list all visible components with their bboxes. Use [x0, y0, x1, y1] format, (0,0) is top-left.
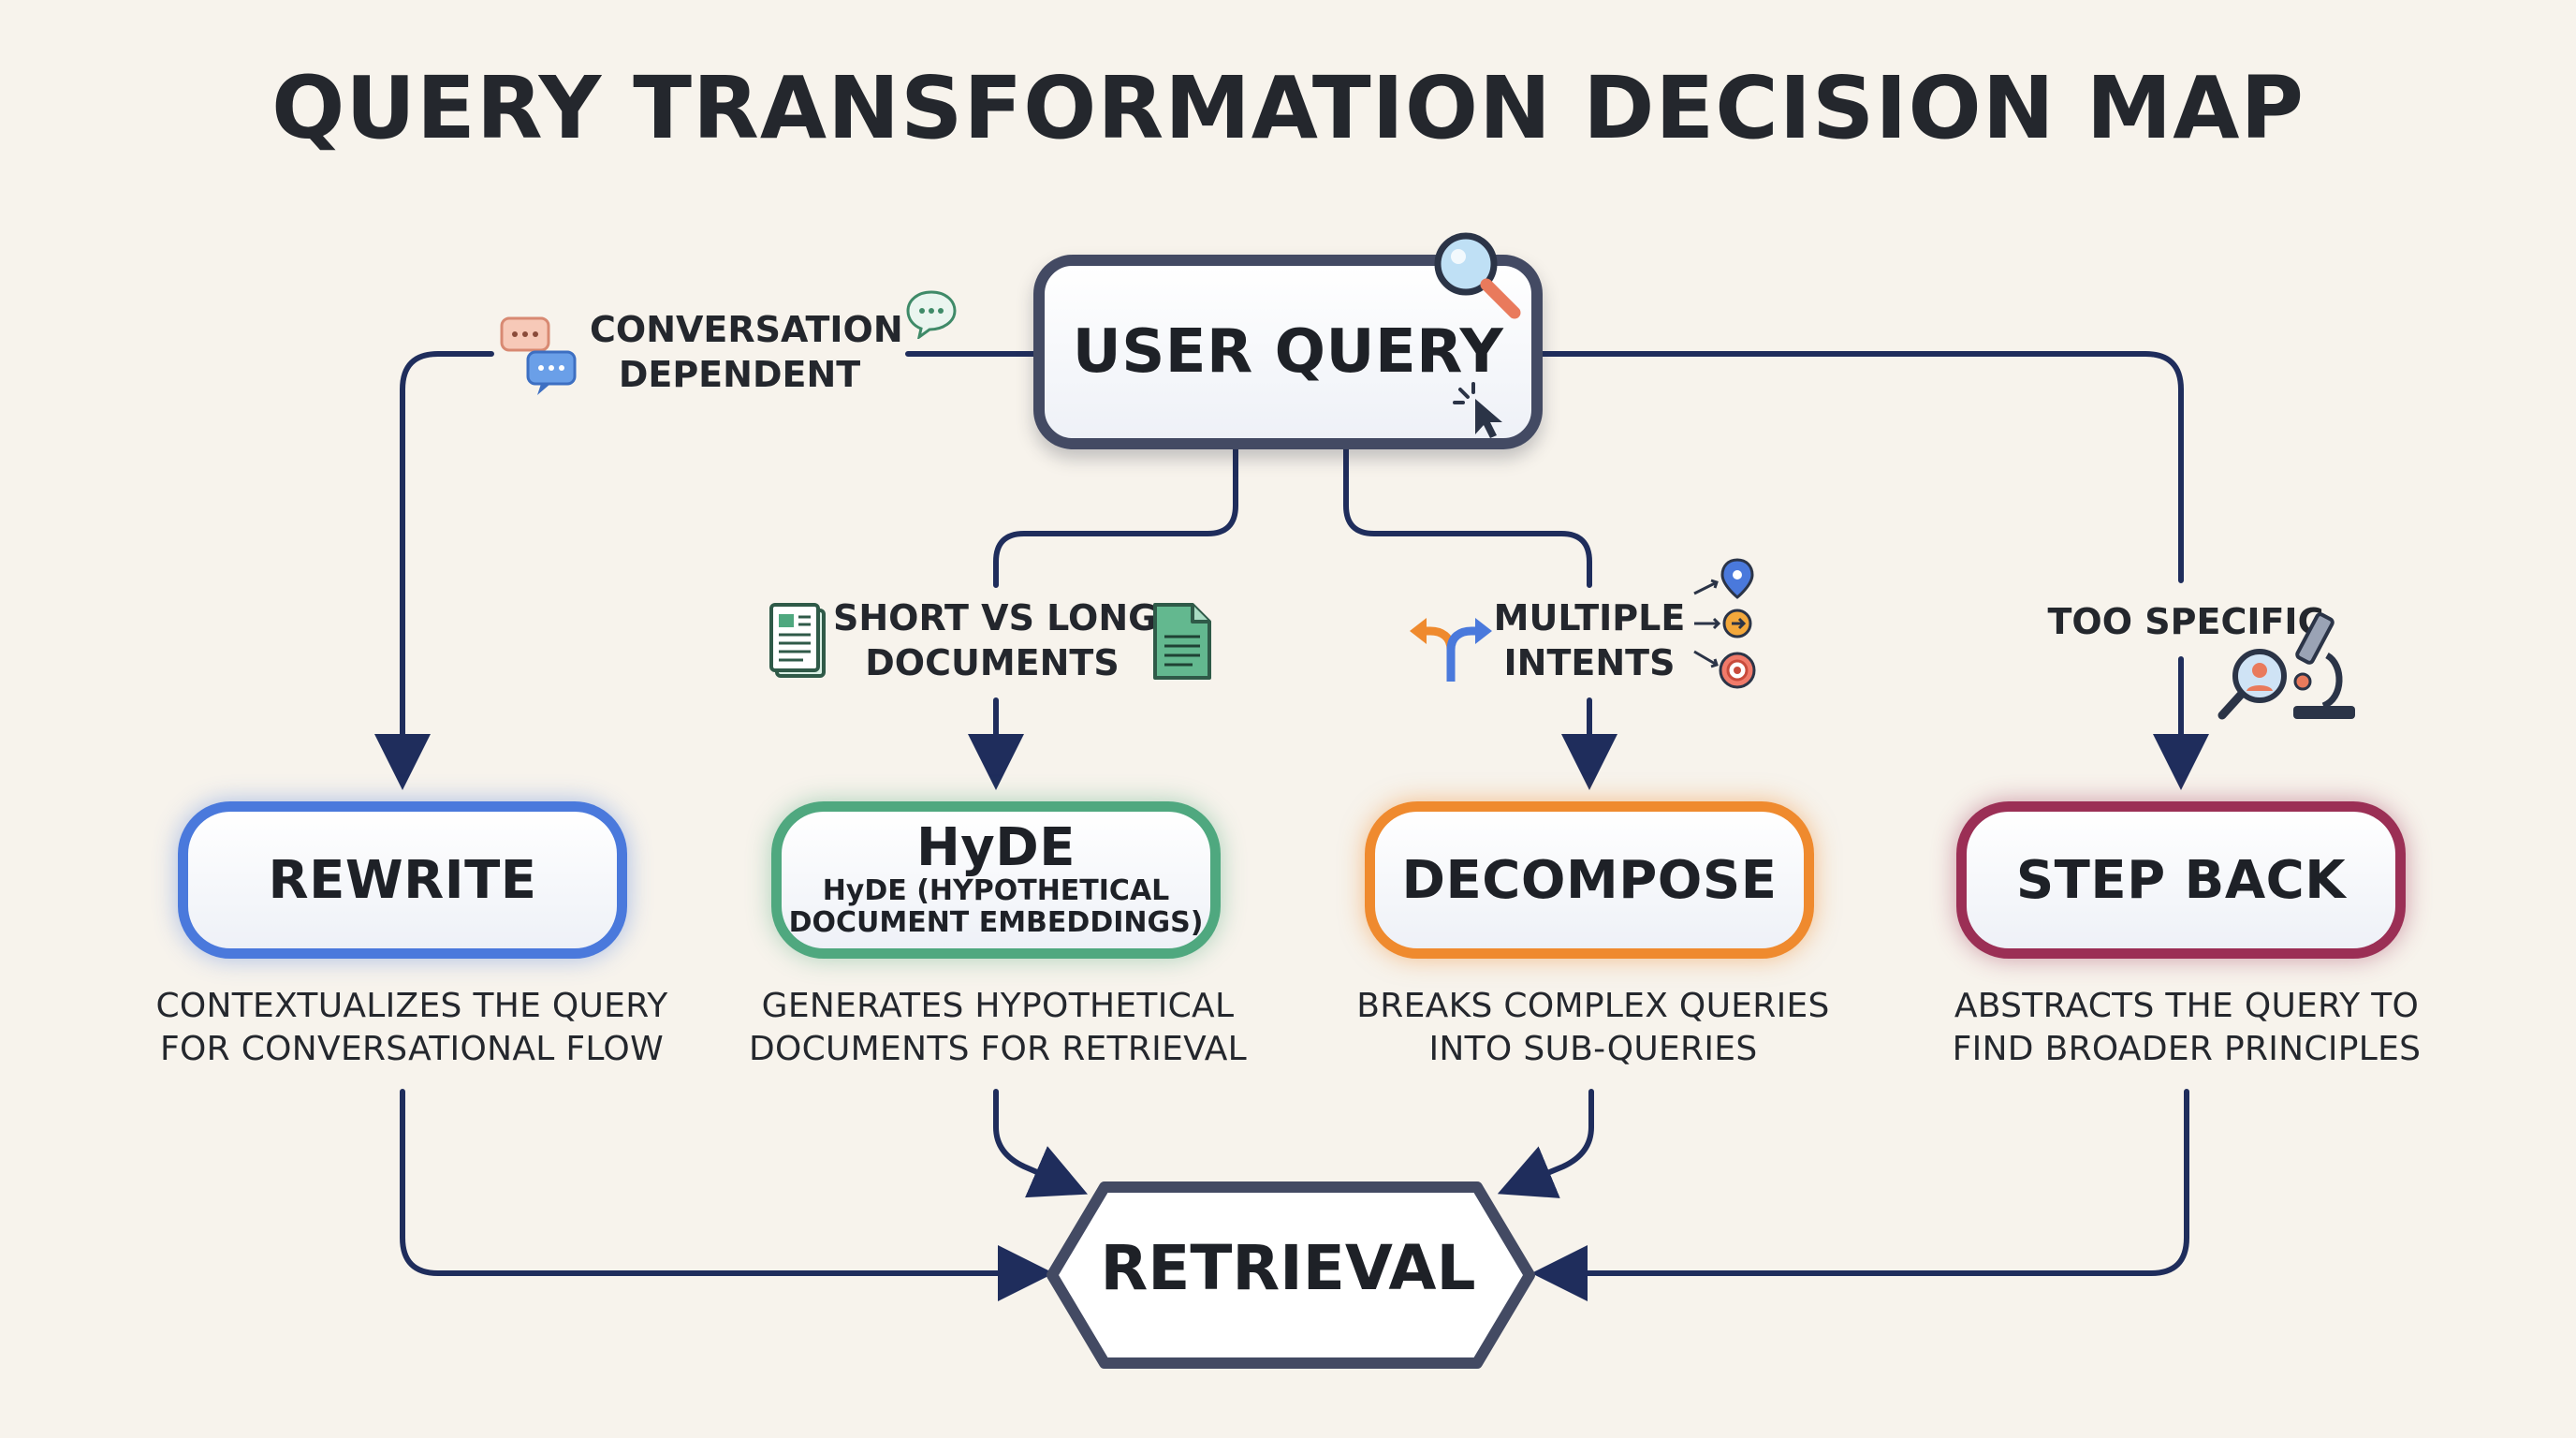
rewrite-description-line2: FOR CONVERSATIONAL FLOW: [160, 1030, 664, 1068]
hyde-sublabel-line2: DOCUMENT EMBEDDINGS): [788, 906, 1204, 939]
decompose-description-line1: BREAKS COMPLEX QUERIES: [1356, 987, 1830, 1025]
step-back-label: STEP BACK: [2015, 849, 2347, 911]
user-query-label: USER QUERY: [1072, 317, 1504, 387]
connector-user-rewrite: [402, 351, 1036, 768]
connector-stepback-retrieval: [1531, 1089, 2189, 1301]
condition-conversation-line1: CONVERSATION: [590, 309, 903, 350]
step-back-description: ABSTRACTS THE QUERY TO FIND BROADER PRIN…: [1896, 985, 2477, 1071]
rewrite-node: REWRITE: [178, 801, 627, 959]
condition-too-specific: TOO SPECIFIC: [2041, 599, 2331, 644]
target-icon: [1693, 558, 1756, 689]
cursor-icon: [1453, 382, 1502, 438]
condition-too-specific-line1: TOO SPECIFIC: [2047, 601, 2324, 642]
hyde-node: HyDE HyDE (HYPOTHETICAL DOCUMENT EMBEDDI…: [771, 801, 1221, 959]
connector-rewrite-retrieval: [400, 1089, 1054, 1301]
condition-short-long-line2: DOCUMENTS: [865, 642, 1120, 683]
chat-bubbles-icon: [500, 316, 577, 395]
hyde-label: HyDE: [915, 817, 1076, 878]
retrieval-hexagon: [1046, 1181, 1535, 1369]
condition-conversation-dependent: CONVERSATION DEPENDENT: [590, 307, 903, 397]
diagram-title: QUERY TRANSFORMATION DECISION MAP: [271, 58, 2305, 158]
step-back-description-line2: FIND BROADER PRINCIPLES: [1952, 1030, 2422, 1068]
magnifier-icon: [1434, 232, 1521, 319]
connector-user-stepback: [1540, 351, 2181, 768]
hyde-description-line2: DOCUMENTS FOR RETRIEVAL: [748, 1030, 1248, 1068]
condition-short-vs-long: SHORT VS LONG DOCUMENTS: [833, 595, 1158, 685]
document-icon: [1153, 603, 1211, 680]
connector-decompose-retrieval: [1497, 1089, 1594, 1198]
condition-multiple-line1: MULTIPLE: [1493, 597, 1686, 638]
hyde-sublabel-line1: HyDE (HYPOTHETICAL: [822, 874, 1170, 907]
decompose-label: DECOMPOSE: [1401, 849, 1778, 911]
connector-hyde-retrieval: [993, 1089, 1089, 1198]
rewrite-description-line1: CONTEXTUALIZES THE QUERY: [155, 987, 668, 1025]
decompose-node: DECOMPOSE: [1365, 801, 1814, 959]
step-back-node: STEP BACK: [1956, 801, 2406, 959]
connector-user-hyde: [996, 447, 1238, 768]
hyde-description: GENERATES HYPOTHETICAL DOCUMENTS FOR RET…: [708, 985, 1288, 1071]
step-back-description-line1: ABSTRACTS THE QUERY TO: [1954, 987, 2420, 1025]
condition-short-long-line1: SHORT VS LONG: [833, 597, 1158, 638]
condition-conversation-line2: DEPENDENT: [618, 354, 861, 395]
condition-multiple-intents: MULTIPLE INTENTS: [1488, 595, 1690, 685]
condition-multiple-line2: INTENTS: [1503, 642, 1676, 683]
retrieval-label: RETRIEVAL: [1100, 1232, 1476, 1304]
rewrite-label: REWRITE: [268, 849, 537, 911]
connector-user-decompose: [1343, 447, 1589, 768]
rewrite-description: CONTEXTUALIZES THE QUERY FOR CONVERSATIO…: [122, 985, 702, 1071]
decompose-description: BREAKS COMPLEX QUERIES INTO SUB-QUERIES: [1303, 985, 1883, 1071]
decompose-description-line2: INTO SUB-QUERIES: [1428, 1030, 1758, 1068]
document-icon: [769, 603, 826, 678]
microscope-icon: [2217, 612, 2355, 720]
multiple-arrows-icon: [1410, 618, 1492, 682]
chat-dots-icon: [906, 290, 957, 339]
hyde-description-line1: GENERATES HYPOTHETICAL: [761, 987, 1235, 1025]
